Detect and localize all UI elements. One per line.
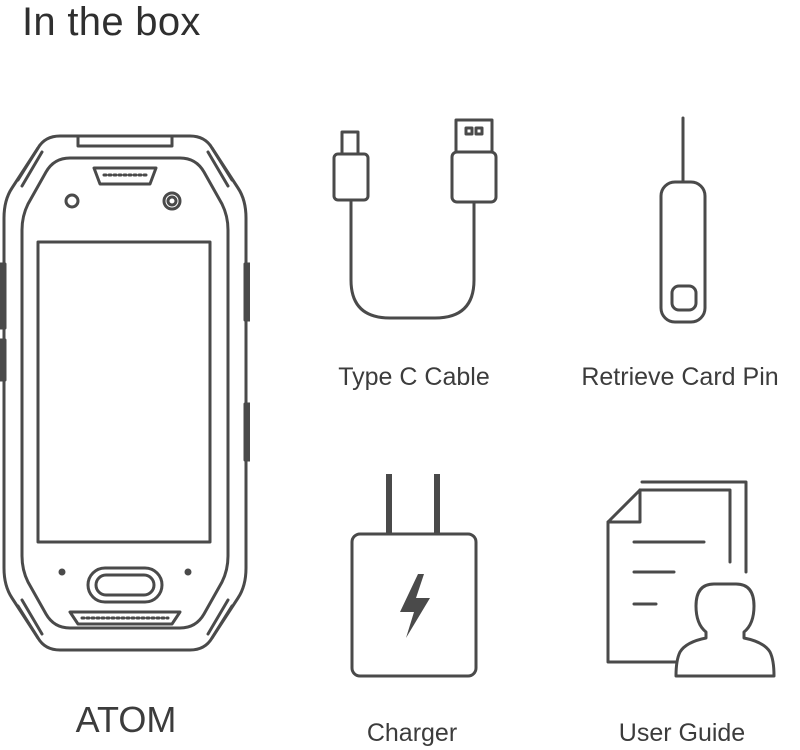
charger-label: Charger: [366, 719, 458, 747]
usb-cable-icon: [332, 118, 498, 320]
guide-label: User Guide: [618, 719, 746, 747]
sim-pin-icon: [659, 116, 707, 324]
page-title: In the box: [22, 0, 201, 44]
cable-label: Type C Cable: [338, 363, 490, 391]
phone-icon: [0, 134, 250, 652]
phone-label: ATOM: [75, 699, 177, 740]
user-guide-icon: [606, 480, 776, 678]
pin-label: Retrieve Card Pin: [581, 363, 779, 391]
charger-icon: [350, 474, 478, 678]
